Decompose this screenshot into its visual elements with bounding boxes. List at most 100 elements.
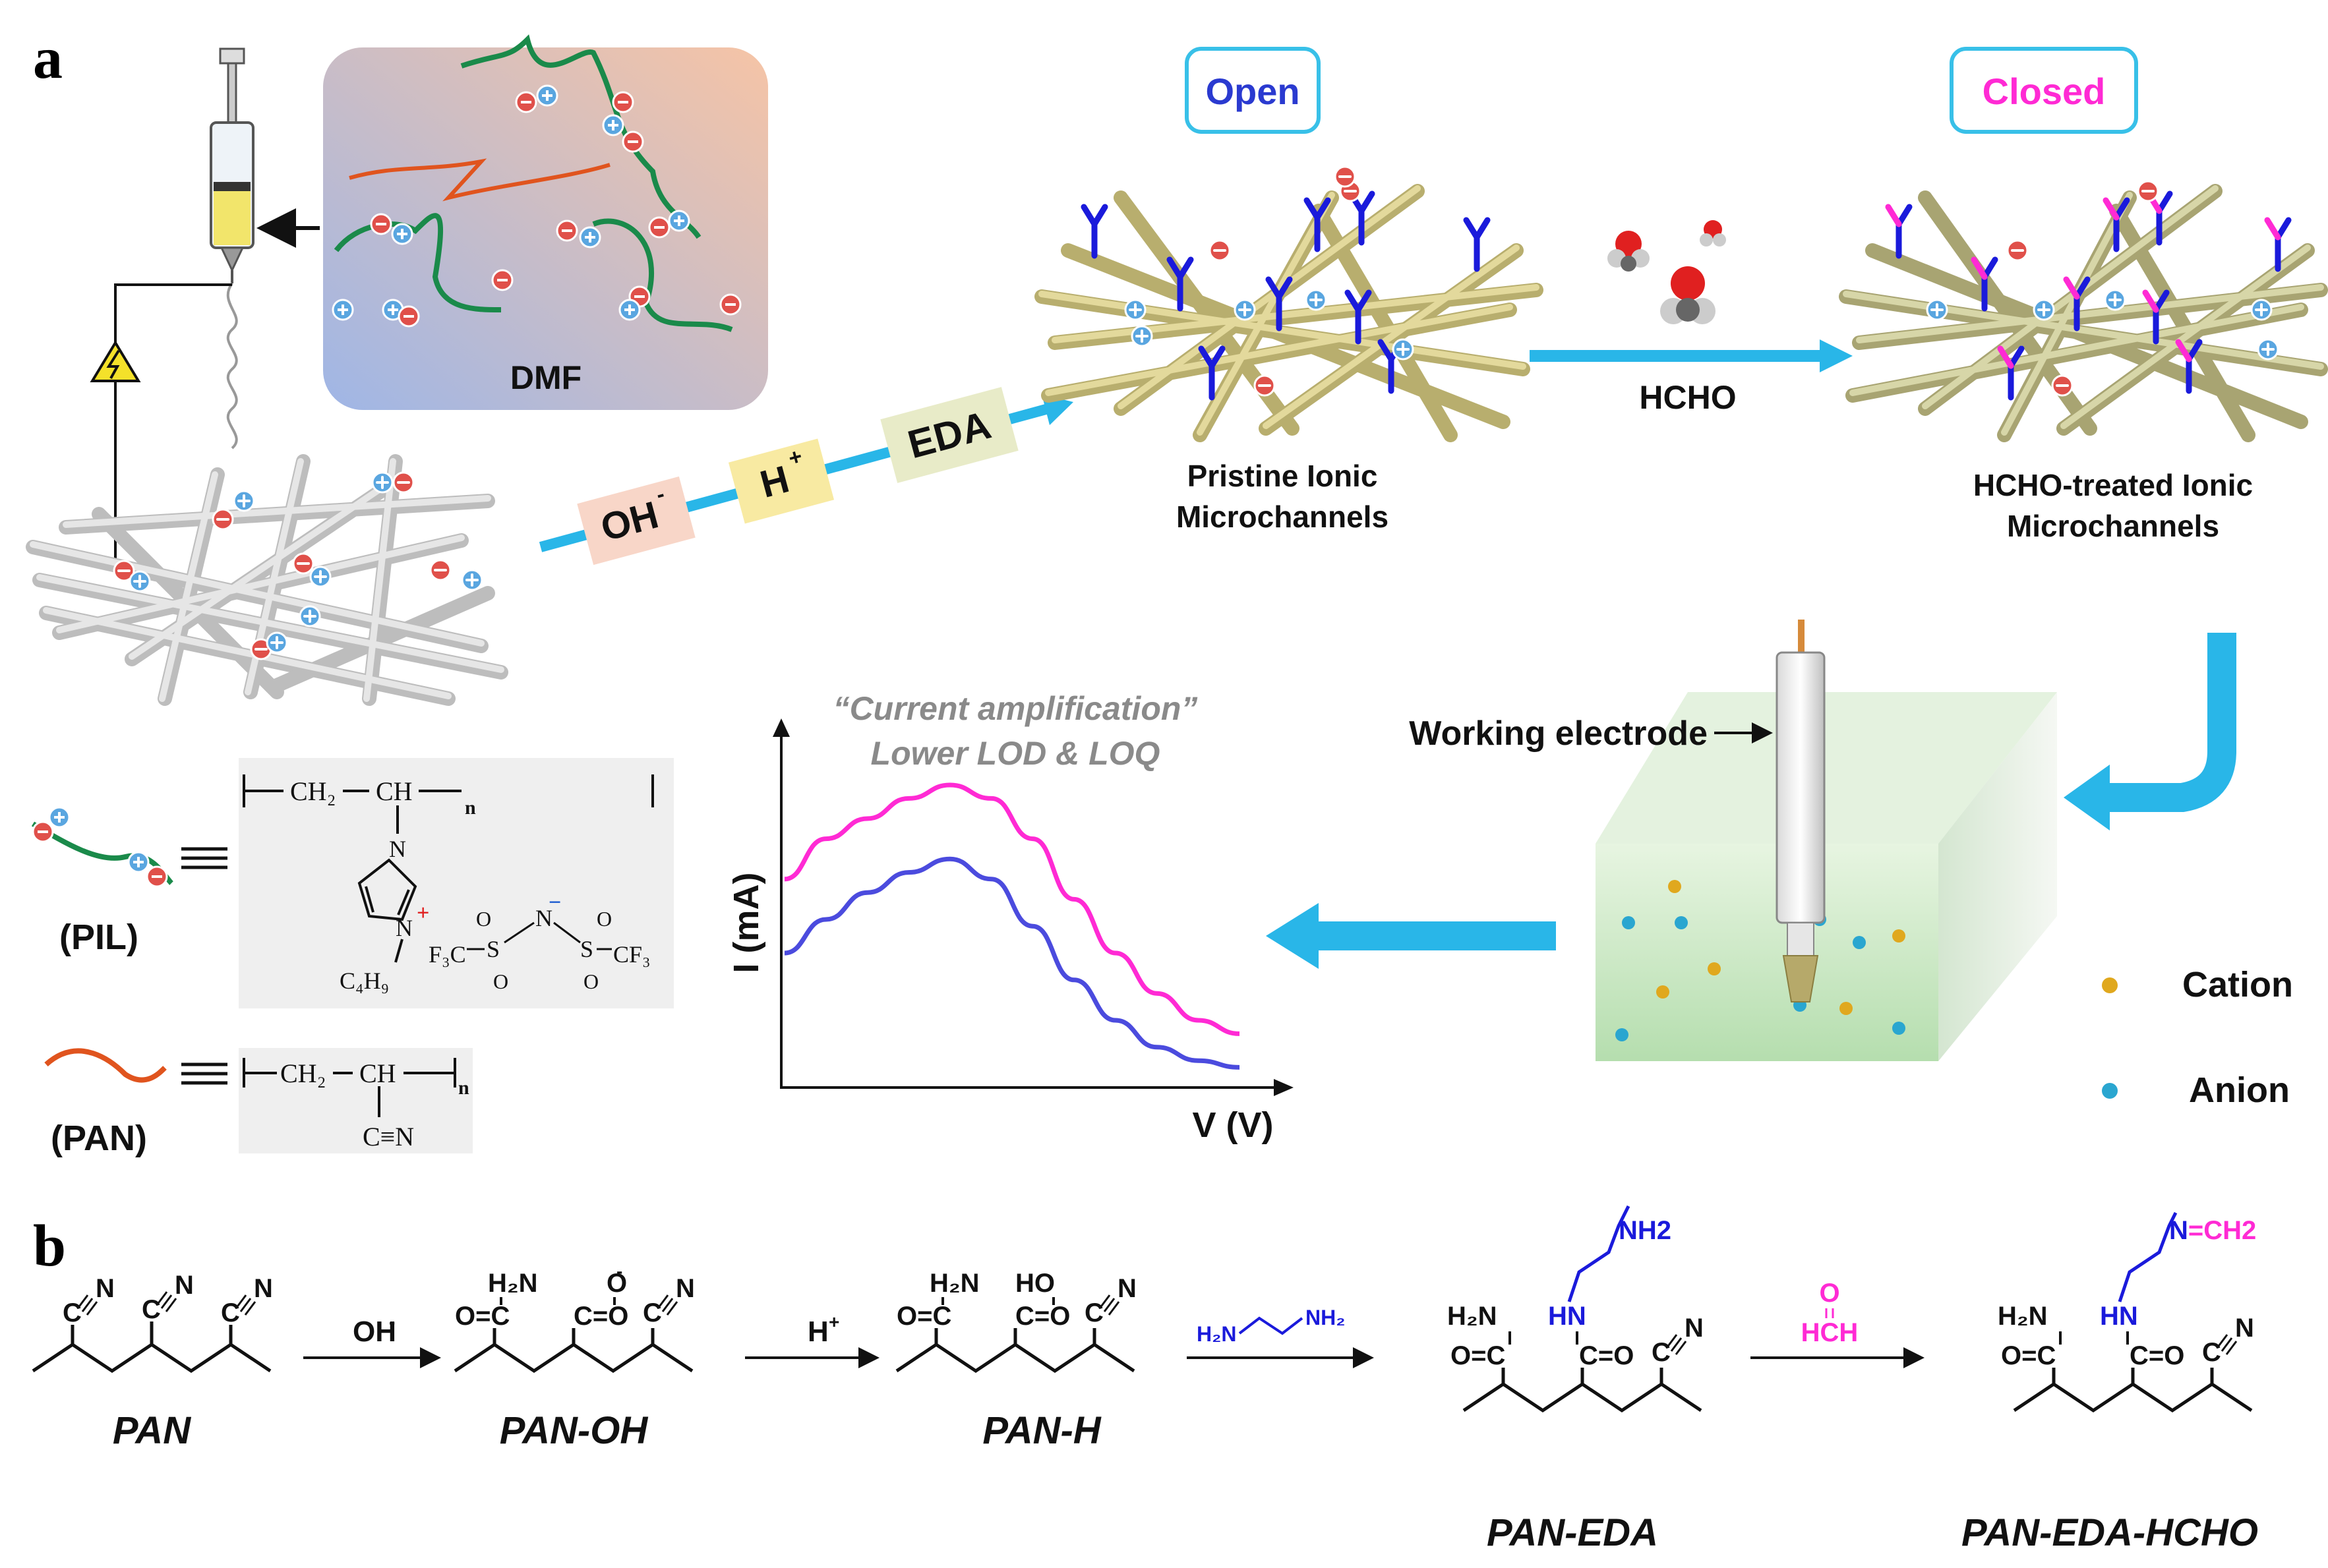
- pil-ring-plus: +: [417, 901, 429, 925]
- pristine-label-line2: Microchannels: [1176, 500, 1388, 534]
- x-axis-arrowhead: [1274, 1079, 1294, 1096]
- step-label-pan: PAN: [113, 1409, 191, 1452]
- closed-state-badge: Closed: [1950, 47, 2138, 134]
- pil-imide-n: N: [535, 905, 552, 931]
- left-arrow: [1266, 903, 1556, 969]
- pil-s1-o-bottom: O: [493, 970, 508, 993]
- reagent-h: H: [808, 1316, 829, 1348]
- reagent-hcho: O HCH: [1801, 1279, 1859, 1347]
- pan-h-h2n: H₂N: [930, 1269, 980, 1298]
- pan-c2: C: [142, 1295, 161, 1324]
- step-label-pan-h: PAN-H: [982, 1409, 1101, 1452]
- pan-n1: N: [96, 1274, 115, 1303]
- pil-s2: S: [580, 936, 593, 962]
- closed-label: Closed: [1983, 71, 2106, 112]
- reagent-h-sup: +: [829, 1312, 839, 1332]
- pan-ch2: CH₂: [280, 1059, 326, 1088]
- pan-nitrile: C≡N: [363, 1122, 414, 1151]
- dmf-label: DMF: [510, 359, 582, 396]
- pan-oh-c3: C: [643, 1298, 662, 1327]
- pan-n3: N: [254, 1274, 273, 1303]
- anion-swatch: [2102, 1083, 2118, 1099]
- chart-series-line-1: [784, 782, 1240, 1036]
- pan-oh-n3: N: [676, 1274, 695, 1303]
- pan-eda-n3: N: [1685, 1314, 1704, 1343]
- eda-left-amine: H₂N: [1197, 1322, 1236, 1346]
- gray-fiber-mat: [26, 454, 508, 706]
- pristine-label-line1: Pristine Ionic: [1187, 459, 1378, 493]
- pan-c3: C: [221, 1298, 240, 1327]
- chart-annotation-line1: “Current amplification”: [833, 690, 1198, 727]
- reaction-pan: C N C N C N PAN: [32, 1271, 273, 1452]
- open-state-badge: Open: [1185, 47, 1321, 134]
- electrochemical-cell: [1596, 692, 2057, 1061]
- step-label-pan-eda: PAN-EDA: [1487, 1511, 1658, 1554]
- pan-eda-oc: O=C: [1450, 1341, 1505, 1370]
- hcho-arrow: [1530, 339, 1853, 372]
- eda-right-amine: NH₂: [1305, 1306, 1345, 1329]
- pristine-fiber-mat: [1034, 165, 1543, 442]
- pan-h-oc: O=C: [897, 1302, 951, 1331]
- reagent-oh-sup: -: [389, 1312, 395, 1332]
- panel-b-letter: b: [33, 1213, 66, 1279]
- pil-s1-o-top: O: [476, 907, 491, 931]
- pan-eda-nh2: NH2: [1619, 1216, 1671, 1245]
- pan-eda-hcho-oc: O=C: [2001, 1341, 2056, 1370]
- pil-s2-o-top: O: [597, 907, 612, 931]
- pan-n2: N: [175, 1271, 194, 1300]
- chart-series-line-2: [784, 856, 1240, 1070]
- pan-eda-hcho-hn: HN: [2100, 1302, 2138, 1331]
- pan-eda-h2n: H₂N: [1447, 1302, 1497, 1331]
- pan-eda-co: C=O: [1579, 1341, 1634, 1370]
- pan-oh-oc: O=C: [455, 1302, 510, 1331]
- step-label-pan-oh: PAN-OH: [500, 1409, 649, 1452]
- pan-oh-o: O: [607, 1269, 627, 1298]
- hcho-oxygen: O: [1819, 1279, 1839, 1308]
- pan-oh-co: C=O: [574, 1302, 628, 1331]
- cation-label: Cation: [2182, 965, 2293, 1004]
- pil-structure: (PIL) CH₂ CH n N N + C₄H₉ F₃C S O O N − …: [31, 758, 674, 1008]
- treatment-arrow: OH - H + EDA: [539, 387, 1073, 566]
- treated-label-line1: HCHO-treated Ionic: [1973, 468, 2253, 502]
- pan-c1: C: [63, 1298, 82, 1327]
- pil-s1: S: [487, 936, 500, 962]
- electrospinning-jet: [226, 282, 238, 450]
- pan-oh-h2n: H₂N: [488, 1269, 538, 1298]
- hcho-hch: HCH: [1801, 1318, 1859, 1347]
- panel-a-letter: a: [33, 26, 63, 91]
- high-voltage-icon: [90, 340, 141, 382]
- chart-axes: [780, 725, 1286, 1089]
- pan-h-ho: HO: [1015, 1269, 1055, 1298]
- step-label-pan-eda-hcho: PAN-EDA-HCHO: [1961, 1511, 2258, 1554]
- pil-imide-minus: −: [549, 890, 561, 915]
- circuit-wire: [114, 283, 232, 573]
- pil-s2-o-bottom: O: [583, 970, 599, 993]
- pan-eda-c3: C: [1652, 1338, 1671, 1367]
- x-axis-label: V (V): [1192, 1105, 1273, 1145]
- dmf-solution-box: DMF: [323, 34, 768, 410]
- reaction-pan-eda: H₂N O=C HN NH2 C=O C N PAN-EDA: [1447, 1205, 1704, 1554]
- y-axis-label: I (mA): [727, 873, 766, 973]
- pil-ch: CH: [376, 776, 413, 806]
- pil-butyl: C₄H₉: [340, 968, 389, 994]
- reagent-oh: OH: [353, 1316, 396, 1348]
- reaction-pan-oh: H₂N O=C O - C=O C N PAN-OH: [454, 1261, 695, 1452]
- working-electrode-label: Working electrode: [1409, 714, 1708, 753]
- pan-eda-hn: HN: [1548, 1302, 1586, 1331]
- treated-label-line2: Microchannels: [2007, 509, 2219, 543]
- reaction-pan-h: H₂N O=C HO C=O C N PAN-H: [895, 1269, 1137, 1452]
- reaction-pan-eda-hcho: H₂N O=C HN N=CH2 C=O C N PAN-EDA-HCHO: [1961, 1211, 2258, 1554]
- pan-h-c3: C: [1085, 1298, 1104, 1327]
- pan-eda-hcho-n3: N: [2235, 1314, 2254, 1343]
- cation-swatch: [2102, 977, 2118, 993]
- pil-f3c: F₃C: [429, 941, 466, 968]
- pan-oh-o-minus: -: [616, 1261, 622, 1281]
- pan-structure: (PAN) CH₂ CH n C≡N: [44, 1048, 473, 1158]
- open-label: Open: [1205, 71, 1299, 112]
- pan-eda-hcho-nch2: N=CH2: [2169, 1216, 2256, 1245]
- pan-eda-hcho-co: C=O: [2130, 1341, 2184, 1370]
- reagent-eda: H₂N NH₂: [1197, 1306, 1345, 1346]
- pil-cf3: CF₃: [613, 941, 651, 968]
- iv-chart: “Current amplification” Lower LOD & LOQ …: [727, 690, 1294, 1145]
